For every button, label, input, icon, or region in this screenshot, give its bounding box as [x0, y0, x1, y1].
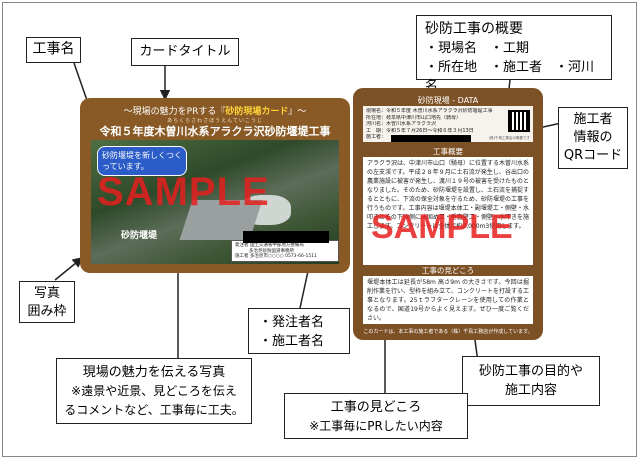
qr-code-icon[interactable]	[508, 110, 530, 132]
redaction-bar-front	[243, 231, 329, 243]
callout-orderer-line2: ・施工者名	[259, 334, 325, 349]
front-card-subtitle-post: 』〜	[288, 107, 307, 117]
section-highlight-body: 堰堤本体工は延長が58m 高さ9m の大きさです。今回は掘削作業を行い、型枠を組…	[363, 276, 533, 324]
redaction-bar-back	[391, 135, 471, 142]
callout-photo-desc-line3: るコメントなど、工事毎に工夫。	[64, 403, 244, 417]
front-card-subtitle-pre: 〜現場の魅力をPRする『	[123, 107, 226, 117]
basic-data-note: (株)千鳥工務店の概要です	[488, 135, 530, 140]
orderer-office: 多治見砂防国道事務所	[249, 248, 294, 254]
callout-purpose-line1: 砂防工事の目的や	[478, 364, 583, 379]
callout-overview: 砂防工事の概要 ・現場名 ・工期 ・所在地 ・施工者 ・河川名	[416, 15, 612, 94]
callout-photo-desc-line2: ※遠景や近景、見どころを伝え	[71, 384, 237, 398]
callout-overview-line1: ・現場名 ・工期	[425, 41, 530, 56]
front-card-title: 令和５年度木曽川水系アラクラ沢砂防堰堤工事	[99, 125, 331, 138]
basic-data-row: 施工者：	[366, 134, 387, 140]
orderer-value: 国土交通省中部地方整備局	[249, 243, 304, 248]
callout-qr-line1: 施工者	[573, 112, 613, 127]
front-card-subtitle-highlight: 砂防現場カード	[225, 107, 289, 117]
callout-purpose: 砂防工事の目的や 施工内容	[462, 356, 600, 406]
callout-photo-frame: 写真 囲み枠	[19, 281, 75, 323]
back-card-title: 砂防現場 - DATA	[417, 96, 479, 105]
orderer-label: 発注者	[235, 243, 249, 248]
callout-qr-line3: QRコード	[563, 148, 623, 163]
contractor-phone: 0573-66-1511	[285, 254, 317, 259]
photo-speech-bubble: 砂防堰堤を新しくつくっています。	[97, 146, 187, 176]
sample-watermark-back: SAMPLE	[371, 208, 513, 246]
sample-watermark-front: SAMPLE	[97, 170, 270, 214]
callout-kouji-mei-text: 工事名	[32, 41, 75, 57]
photo-label: 砂防堰堤	[121, 231, 158, 241]
basic-data-row: 所在地：岐阜県中津川市山口地先（騎母）	[366, 114, 462, 121]
front-card-ruby: あらくらさわさぼうえんていこうじ	[167, 118, 263, 124]
section-overview-title: 工事概要	[363, 147, 533, 157]
back-card: 砂防現場 - DATA 現場名：令和５年度 木曽川水系アラクラ沢砂防堰堤工事 所…	[353, 88, 543, 340]
callout-photo-desc-line1: 現場の魅力を伝える写真	[82, 365, 226, 380]
orderer-info-line3: 施工者 多治見市○○○○ 0573-66-1511	[235, 254, 335, 260]
callout-contractor-qr: 施工者 情報の QRコード	[558, 107, 628, 169]
basic-data-row: 工 期：令和５年７月26日〜令和６年３月13日	[366, 127, 474, 134]
callout-purpose-line2: 施工内容	[504, 383, 557, 398]
orderer-info-line1: 発注者 国土交通省中部地方整備局	[235, 243, 335, 249]
section-overview-body: アラクラ沢は、中津川市山口（騎母）に位置する木曽川水系の左支渓です。平成２８年９…	[363, 157, 533, 265]
contractor-label: 施工者	[235, 254, 249, 259]
outer-frame	[2, 2, 637, 457]
site-photo: 砂防堰堤を新しくつくっています。 砂防堰堤 SAMPLE 発注者 国土交通省中部…	[91, 140, 339, 264]
callout-photo-frame-line1: 写真	[33, 286, 60, 301]
callout-overview-title: 砂防工事の概要	[425, 21, 523, 37]
basic-data-row: 河川名：木曽川水系アラクラ沢	[366, 121, 437, 127]
callout-highlight-line2: ※工事毎にPRしたい内容	[309, 419, 443, 433]
callout-highlight: 工事の見どころ ※工事毎にPRしたい内容	[284, 393, 468, 439]
callout-photo-frame-line2: 囲み枠	[27, 304, 67, 319]
front-card: 〜現場の魅力をPRする『砂防現場カード』〜 あらくらさわさぼうえんていこうじ 令…	[80, 98, 350, 273]
callout-highlight-line1: 工事の見どころ	[330, 400, 422, 415]
basic-data-row: 現場名：令和５年度 木曽川水系アラクラ沢砂防堰堤工事	[366, 108, 493, 114]
front-card-subtitle: 〜現場の魅力をPRする『砂防現場カード』〜	[80, 104, 350, 117]
callout-orderer-line1: ・発注者名	[259, 315, 325, 330]
callout-qr-line2: 情報の	[573, 130, 613, 145]
back-card-footer: このカードは、本工事の施工者である（株）千鳥工務店が作成しています。	[363, 329, 533, 335]
callout-photo-desc: 現場の魅力を伝える写真 ※遠景や近景、見どころを伝え るコメントなど、工事毎に工…	[56, 358, 252, 424]
callout-orderer: ・発注者名 ・施工者名	[248, 308, 350, 354]
orderer-info-box: 発注者 国土交通省中部地方整備局 多治見砂防国道事務所 施工者 多治見市○○○○…	[231, 240, 339, 262]
callout-card-title: カードタイトル	[131, 38, 239, 66]
callout-card-title-text: カードタイトル	[139, 44, 231, 59]
contractor-value: 多治見市○○○○	[249, 254, 284, 259]
section-highlight-title: 工事の見どころ	[363, 266, 533, 276]
callout-kouji-mei: 工事名	[26, 37, 81, 63]
